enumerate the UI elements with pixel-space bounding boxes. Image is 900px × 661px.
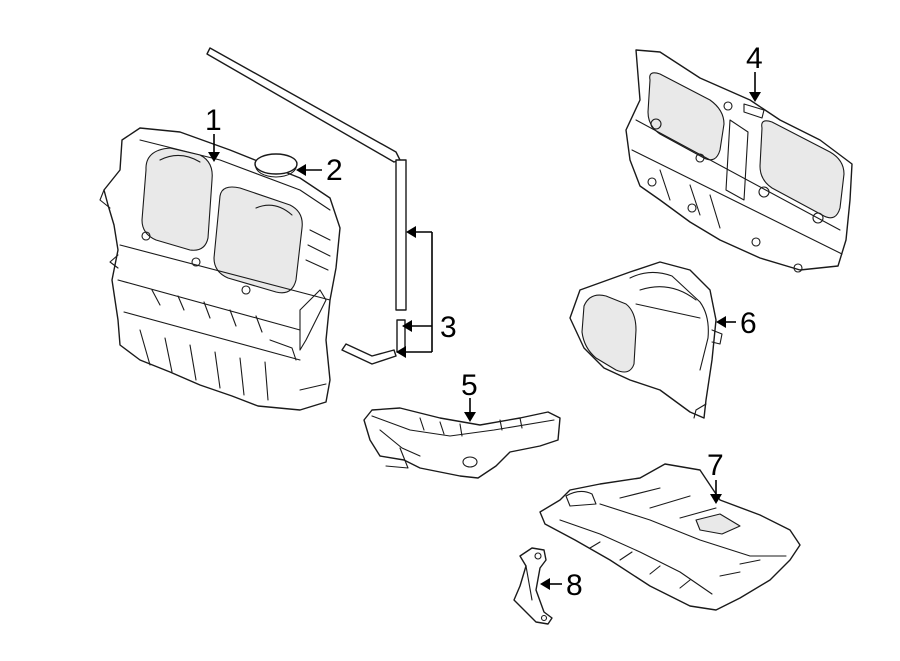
bracket-icon <box>513 547 553 625</box>
radiator-support-air-duct-icon <box>99 127 341 411</box>
callout-1: 1 <box>205 104 222 137</box>
air-deflector-icon <box>363 407 561 479</box>
callout-3: 3 <box>440 311 457 344</box>
plug-icon <box>254 153 298 178</box>
leader-lines <box>208 72 761 590</box>
callout-2: 2 <box>326 154 343 187</box>
callout-7: 7 <box>707 449 724 482</box>
callout-labels: 1 2 3 4 5 6 7 8 <box>205 42 763 602</box>
seal-strip-icon <box>206 47 407 365</box>
callout-4: 4 <box>746 42 763 75</box>
splash-shield-icon <box>539 463 801 611</box>
callout-8: 8 <box>566 569 583 602</box>
callout-6: 6 <box>740 307 757 340</box>
air-duct-icon <box>569 261 723 419</box>
grille-shutter-icon <box>625 49 853 273</box>
callout-5: 5 <box>461 369 478 402</box>
